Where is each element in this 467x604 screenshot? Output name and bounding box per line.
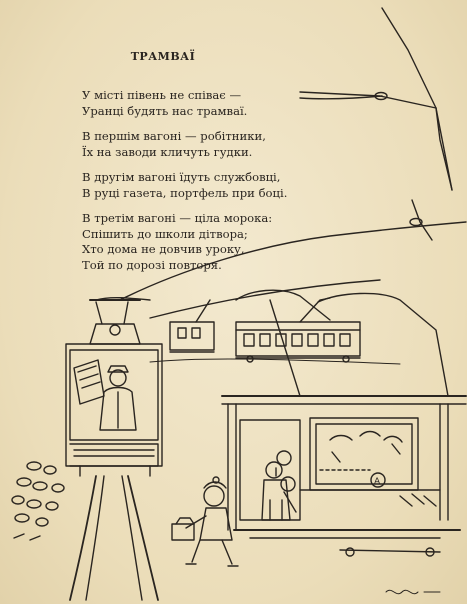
children-passengers xyxy=(261,450,297,521)
advertising-board xyxy=(309,417,419,491)
poem-line: У місті півень не співає — xyxy=(82,88,242,102)
poem-line: В руці газета, портфель при боці. xyxy=(82,185,288,200)
wire-insulator-icon xyxy=(409,217,423,227)
school-bag xyxy=(171,523,195,541)
stop-sign-letter: A xyxy=(374,477,381,487)
tram-rails xyxy=(69,475,159,601)
stanza-2: В першім вагоні — робітники, Їх на завод… xyxy=(82,129,322,160)
stanza-3: В другім вагоні їдуть службовці, В руці … xyxy=(82,170,322,201)
poem-text: У місті півень не співає — Уранці будять… xyxy=(82,88,322,283)
distant-tram xyxy=(149,297,401,365)
poem-line: В другім вагоні їдуть службовці, xyxy=(82,170,281,184)
front-tram xyxy=(65,299,163,477)
stanza-1: У місті півень не співає — Уранці будять… xyxy=(82,88,322,119)
pavement-stones xyxy=(11,461,65,541)
poem-line: Уранці будять нас трамваї. xyxy=(82,103,248,118)
poem-title: ТРАМВАЇ xyxy=(130,50,196,63)
driver-head xyxy=(109,369,127,387)
poem-line: В першім вагоні — робітники, xyxy=(82,129,266,143)
schoolboy xyxy=(171,476,239,567)
overhead-wires xyxy=(95,7,467,319)
tram-stop: A xyxy=(221,289,467,557)
wire-insulator-icon xyxy=(374,91,388,101)
poem-line: Той по дорозі повторя. xyxy=(82,257,222,272)
poem-line: В третім вагоні — ціла морока: xyxy=(82,211,273,225)
stanza-4: В третім вагоні — ціла морока: Спішить д… xyxy=(82,211,322,273)
poem-line: Спішить до школи дітвора; xyxy=(82,226,248,241)
stop-sign-icon xyxy=(370,472,386,488)
artist-signature xyxy=(385,589,441,595)
poem-line: Їх на заводи кличуть гудки. xyxy=(82,144,253,159)
poem-line: Хто дома не довчив уроку, xyxy=(82,242,245,256)
